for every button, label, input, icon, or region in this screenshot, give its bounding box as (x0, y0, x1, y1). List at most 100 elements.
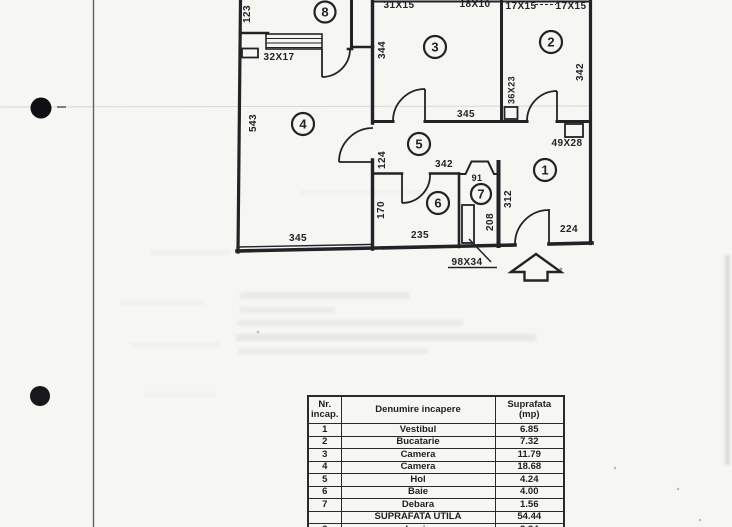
dim-room4-width: 345 (289, 233, 307, 244)
cell-name: Vestibul (340, 423, 496, 437)
wall-left-exterior (236, 0, 243, 254)
room-number-3: 3 (422, 34, 448, 60)
box-49x28 (564, 123, 584, 138)
area-table: Nr. incap. Denumire incapere Suprafata (… (307, 395, 565, 527)
table-row: 4 Camera 18.68 (307, 460, 565, 474)
cell-nr (307, 510, 342, 524)
dim-room7-height: 208 (485, 213, 496, 231)
door-room6 (401, 173, 431, 204)
table-row: 3 Camera 11.79 (307, 448, 565, 462)
dim-window-32x17: 32X17 (264, 52, 295, 63)
table-row: 8 Logie 3.84 (307, 523, 565, 527)
dim-room1-width: 224 (560, 224, 578, 235)
cell-name: Camera (340, 448, 496, 462)
cell-name: Camera (340, 460, 496, 474)
header-nr: Nr. incap. (307, 395, 342, 424)
cell-area: 7.32 (494, 435, 565, 449)
table-header-row: Nr. incap. Denumire incapere Suprafata (… (307, 395, 565, 424)
table-row: 6 Baie 4.00 (307, 485, 565, 499)
cell-name: Baie (340, 485, 496, 499)
dim-room6-width: 235 (411, 230, 429, 241)
cell-area: 3.84 (494, 523, 565, 527)
dim-wall-124: 124 (377, 151, 388, 169)
hole-punch-bottom (30, 386, 50, 406)
svg-text:7: 7 (477, 187, 484, 202)
cell-nr: 2 (307, 435, 342, 449)
door-balcony (321, 48, 351, 78)
dim-window-17x15-left: 17X15 (506, 1, 537, 12)
svg-text:8: 8 (321, 5, 328, 20)
faint-scan-streak (0, 105, 591, 108)
dim-window-31x15: 31X15 (384, 0, 415, 11)
room-number-8: 8 (313, 0, 337, 24)
page-edge-shadow (725, 255, 730, 465)
dim-shaft-36x23: 36X23 (507, 76, 517, 104)
cell-nr: 4 (307, 460, 342, 474)
wall-bottom-right (547, 241, 594, 246)
dim-door-98x34: 98X34 (452, 257, 483, 268)
cell-nr: 8 (307, 523, 342, 527)
door-panel-98x34 (461, 204, 475, 244)
cell-area: 11.79 (494, 448, 565, 462)
cell-nr: 3 (307, 448, 342, 462)
cell-nr: 5 (307, 473, 342, 487)
cell-area: 4.24 (494, 473, 565, 487)
dim-niche-49x28: 49X28 (552, 138, 583, 149)
wall-room7-top-zigzag (458, 160, 500, 175)
cell-name: Bucatarie (340, 435, 496, 449)
cell-area: 18.68 (494, 460, 565, 474)
cell-area: 54.44 (494, 510, 565, 524)
leader-98x34 (468, 238, 492, 263)
room-number-7: 7 (469, 182, 493, 206)
cell-nr: 6 (307, 485, 342, 499)
wall-bottom-inner-line (236, 243, 374, 248)
dim-room4-height: 543 (248, 114, 259, 132)
cell-area: 4.00 (494, 485, 565, 499)
window-hatch-32x17 (265, 33, 323, 50)
hole-punch-top (30, 97, 52, 119)
cell-nr: 1 (307, 423, 342, 437)
door-symbols (321, 48, 558, 245)
room-number-2: 2 (538, 29, 564, 55)
dim-room3-width: 345 (457, 109, 475, 120)
entrance-arrow-icon (507, 252, 565, 282)
cell-area: 6.85 (494, 423, 565, 437)
cell-name: Debara (340, 498, 496, 512)
room-number-1: 1 (532, 157, 558, 183)
table-row: 5 Hol 4.24 (307, 473, 565, 487)
door-room3 (392, 88, 426, 122)
dim-room6-height: 170 (376, 201, 387, 219)
header-name: Denumire incapere (340, 395, 496, 424)
dim-room1-height: 312 (503, 190, 514, 208)
svg-text:4: 4 (299, 117, 307, 132)
door-entrance (514, 209, 550, 245)
svg-text:2: 2 (547, 35, 554, 50)
table-row: 1 Vestibul 6.85 (307, 423, 565, 437)
room-number-5: 5 (406, 131, 432, 157)
cell-area: 1.56 (494, 498, 565, 512)
wall-bottom-left (235, 243, 517, 253)
ghost-text-bleedthrough (120, 190, 536, 397)
dim-window-17x15-right: 17X15 (556, 1, 587, 12)
cell-nr: 7 (307, 498, 342, 512)
room-number-4: 4 (290, 111, 316, 137)
scan-specks (256, 267, 702, 522)
fixture-boxes (241, 47, 584, 244)
dim-91: 91 (472, 173, 483, 183)
cell-name: Logie (340, 523, 496, 527)
annotation-lines (448, 4, 556, 269)
svg-text:1: 1 (541, 163, 548, 178)
table-row: 2 Bucatarie 7.32 (307, 435, 565, 449)
svg-text:5: 5 (415, 137, 422, 152)
apartment-walls (235, 0, 594, 254)
table-row: 7 Debara 1.56 (307, 498, 565, 512)
box-36x23 (503, 106, 519, 120)
dim-room2-height: 342 (575, 63, 586, 81)
cell-name: SUPRAFATA UTILA (340, 510, 496, 524)
header-area: Suprafata (mp) (494, 395, 565, 424)
dim-hall-width: 342 (435, 159, 453, 170)
box-32x17 (241, 47, 259, 59)
room-number-6: 6 (425, 190, 451, 216)
